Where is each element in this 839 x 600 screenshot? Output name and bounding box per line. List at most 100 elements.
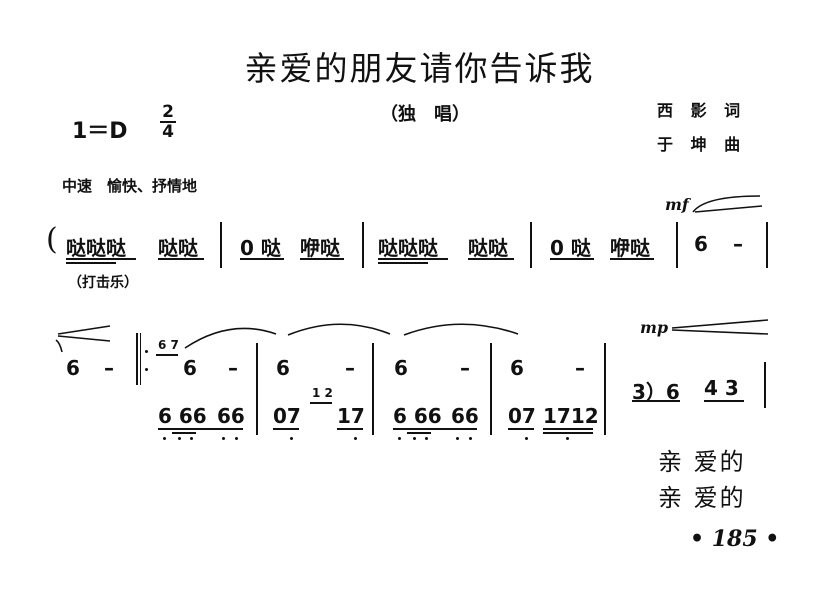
syllable-group: 哒哒 [468, 236, 508, 260]
dash: – [575, 356, 585, 380]
syllable-group: 哒哒哒 [378, 236, 438, 260]
grace-notes: 6 7 [158, 338, 179, 352]
octave-dot [425, 437, 428, 440]
bar-line [676, 222, 678, 268]
bar-line [372, 343, 374, 435]
tempo-marking: 中速 愉快、抒情地 [62, 177, 198, 195]
note-group: 6 66 [393, 404, 442, 428]
dynamic-mp: mp [640, 318, 669, 337]
song-title: 亲爱的朋友请你告诉我 [244, 49, 595, 88]
note-group: 1712 [543, 404, 599, 428]
beam [300, 258, 344, 260]
note: 6 [276, 356, 290, 380]
lyric-line: 亲 爱的 [658, 484, 746, 512]
lyric-line: 亲 爱的 [658, 448, 746, 476]
page-number: • 185 • [690, 526, 780, 552]
octave-dot [190, 437, 193, 440]
crescendo-hairpin [694, 205, 763, 213]
beam [543, 428, 593, 430]
composer-credit: 于 坤 曲 [657, 135, 747, 154]
beam [273, 428, 299, 430]
song-subtitle: （独 唱） [380, 104, 470, 125]
crescendo-hairpin [57, 325, 111, 335]
octave-dot [525, 437, 528, 440]
dash: – [460, 356, 470, 380]
beam [66, 258, 136, 260]
syllable-group: 咿哒 [300, 236, 340, 260]
bar-line [256, 343, 258, 435]
dash: – [345, 356, 355, 380]
bar-line [490, 343, 492, 435]
octave-dot [222, 437, 225, 440]
note: 6 [183, 356, 197, 380]
key-signature: 1＝D [72, 119, 128, 144]
octave-dot [398, 437, 401, 440]
time-signature-top: 2 [162, 102, 174, 122]
note: 6 [694, 232, 708, 256]
time-signature: 2 4 [158, 102, 178, 141]
repeat-bar-thin [140, 333, 141, 385]
beam [172, 432, 196, 434]
octave-dot [456, 437, 459, 440]
octave-dot [235, 437, 238, 440]
syllable-group: 哒哒哒 [66, 236, 126, 260]
syllable-group: 咿哒 [610, 236, 650, 260]
beam [451, 428, 477, 430]
beam [632, 400, 680, 402]
beam [704, 400, 744, 402]
beam [610, 258, 654, 260]
dash: – [228, 356, 238, 380]
crescendo-hairpin [671, 329, 769, 335]
beam [217, 428, 243, 430]
bar-line [530, 222, 532, 268]
bar-line [764, 362, 766, 408]
beam [158, 428, 224, 430]
note: 6 [510, 356, 524, 380]
note: 6 [394, 356, 408, 380]
beam [543, 432, 593, 434]
note-group: 4 3 [704, 376, 739, 400]
beam [508, 428, 534, 430]
octave-dot [178, 437, 181, 440]
beam [66, 262, 116, 264]
note-group: 07 [508, 404, 536, 428]
bar-line [766, 222, 768, 268]
grace-beam [156, 354, 178, 356]
bar-line [362, 222, 364, 268]
tie-arc [403, 323, 519, 336]
beam [550, 258, 594, 260]
beam [393, 428, 459, 430]
percussion-label: （打击乐） [68, 275, 138, 291]
repeat-dot [145, 368, 148, 371]
beam [378, 258, 448, 260]
tie-arc [287, 323, 391, 336]
grace-notes: 1 2 [312, 386, 333, 400]
bar-line [604, 343, 606, 435]
repeat-dot [145, 350, 148, 353]
octave-dot [163, 437, 166, 440]
beam [378, 262, 428, 264]
crescendo-hairpin [671, 319, 769, 329]
crescendo-hairpin [692, 195, 761, 213]
octave-dot [413, 437, 416, 440]
octave-dot [566, 437, 569, 440]
note-group: 66 [451, 404, 479, 428]
note: 6 [66, 356, 80, 380]
octave-dot [354, 437, 357, 440]
dash: – [104, 356, 114, 380]
note-group: 07 [273, 404, 301, 428]
octave-dot [290, 437, 293, 440]
note-group: 6 66 [158, 404, 207, 428]
tie-arc [55, 339, 63, 353]
beam [468, 258, 514, 260]
crescendo-hairpin [57, 335, 111, 342]
bar-line [220, 222, 222, 268]
repeat-bar-thick [136, 333, 138, 385]
dash: – [733, 232, 743, 256]
tie-arc [184, 327, 277, 349]
lyricist-credit: 西 影 词 [657, 101, 747, 120]
open-paren: ( [46, 222, 58, 257]
dynamic-mf: mf [665, 195, 689, 214]
grace-beam [310, 402, 332, 404]
